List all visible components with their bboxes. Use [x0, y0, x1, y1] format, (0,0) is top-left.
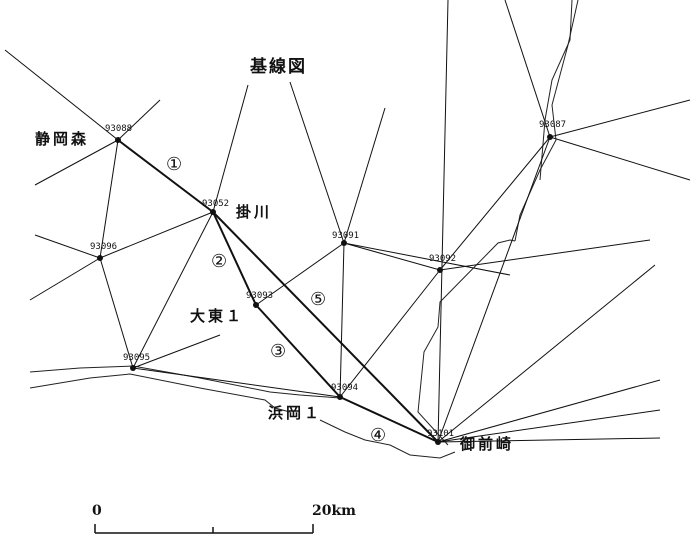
station-93101: 93101: [427, 429, 455, 439]
outer-ray: [439, 239, 651, 271]
baseline-5-label: ⑤: [310, 289, 327, 310]
coastline: [514, 0, 579, 242]
coastline: [29, 365, 341, 399]
coastline: [539, 0, 573, 181]
outer-ray: [343, 107, 386, 244]
network-edge: [255, 242, 345, 306]
station-marker: [115, 137, 121, 143]
network-edge: [99, 139, 119, 259]
station-marker: [253, 302, 259, 308]
outer-ray: [437, 0, 449, 443]
place-label-shizuoka-mori: 静岡森: [35, 130, 90, 148]
outer-ray: [437, 264, 656, 443]
station-marker: [130, 365, 136, 371]
station-93094: 93094: [331, 383, 359, 393]
outer-ray: [549, 136, 691, 181]
station-93093: 93093: [246, 291, 274, 301]
outer-ray: [34, 234, 101, 259]
place-label-omaezaki: 御前崎: [460, 435, 515, 453]
network-edge: [132, 367, 341, 398]
outer-ray: [4, 49, 119, 141]
network-edge: [132, 211, 214, 369]
station-marker: [341, 240, 347, 246]
outer-ray: [437, 437, 661, 443]
station-93096: 93096: [90, 242, 118, 252]
baseline-2: [212, 211, 257, 306]
outer-ray: [289, 81, 345, 244]
station-93088: 93088: [105, 124, 133, 134]
station-marker: [97, 255, 103, 261]
station-marker: [337, 394, 343, 400]
station-93092: 93092: [429, 254, 457, 264]
station-marker: [437, 267, 443, 273]
network-edge: [339, 269, 441, 398]
outer-ray: [117, 99, 161, 141]
diagram-title: 基線図: [250, 57, 307, 77]
baseline-3-label: ③: [270, 341, 287, 362]
outer-ray: [34, 139, 119, 186]
baseline-1-label: ①: [166, 154, 183, 175]
outer-ray: [549, 99, 691, 138]
coastline: [417, 239, 516, 446]
station-marker: [210, 209, 216, 215]
baseline-1: [117, 139, 214, 213]
outer-ray: [132, 334, 221, 369]
scale-end-label: 20km: [312, 503, 356, 519]
baseline-2-label: ②: [211, 251, 228, 272]
station-93052: 93052: [202, 199, 230, 209]
outer-ray: [437, 379, 661, 443]
network-edge: [99, 257, 134, 369]
outer-ray: [504, 0, 551, 138]
station-marker: [547, 134, 553, 140]
scale-start-label: 0: [92, 503, 102, 519]
network-edge: [439, 136, 551, 271]
outer-ray: [29, 257, 101, 301]
baseline-5: [212, 211, 439, 443]
station-93095: 93095: [123, 353, 151, 363]
station-93087: 93087: [539, 120, 567, 130]
outer-ray: [212, 84, 249, 213]
baseline-4: [339, 396, 439, 443]
network-edge: [339, 242, 345, 398]
place-label-hamaoka: 浜岡１: [268, 404, 323, 422]
baseline-3: [255, 304, 341, 398]
network-edge: [437, 136, 551, 443]
station-93091: 93091: [332, 231, 360, 241]
coastline: [29, 373, 291, 413]
place-label-daito: 大東１: [190, 307, 245, 325]
place-label-kakegawa: 掛川: [236, 203, 273, 221]
station-marker: [435, 439, 441, 445]
coastline: [319, 419, 456, 459]
network-edge: [99, 211, 214, 259]
network-edge: [343, 242, 441, 271]
baseline-4-label: ④: [370, 425, 387, 446]
outer-ray: [437, 409, 661, 443]
outer-ray: [343, 242, 511, 276]
